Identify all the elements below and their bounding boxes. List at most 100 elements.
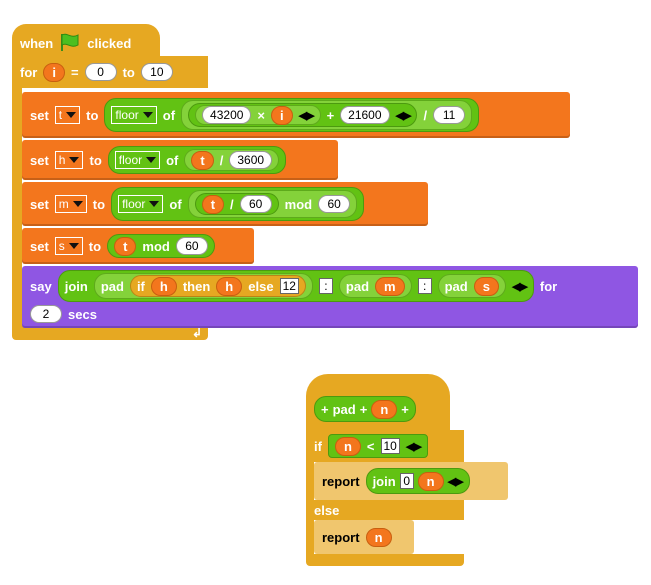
report-n-block[interactable]: report n bbox=[314, 520, 414, 554]
var-t[interactable]: t bbox=[191, 150, 214, 170]
for-keyword: for bbox=[20, 64, 38, 80]
text-input-colon[interactable]: : bbox=[318, 278, 333, 294]
mod-label: mod bbox=[284, 196, 313, 212]
divide-reporter[interactable]: t / 60 bbox=[194, 193, 279, 215]
text-input-0[interactable]: 0 bbox=[399, 473, 414, 489]
var-m[interactable]: m bbox=[375, 276, 405, 296]
to-label: to bbox=[86, 107, 99, 123]
plus-label: + bbox=[359, 401, 368, 417]
pad-reporter[interactable]: pad s bbox=[437, 274, 506, 298]
loop-arrow-icon: ↲ bbox=[192, 326, 203, 340]
var-dropdown-s[interactable]: s bbox=[54, 237, 83, 255]
variadic-arrows-icon[interactable]: ◀▶ bbox=[511, 280, 528, 293]
to-label: to bbox=[88, 238, 102, 254]
plus-label: + bbox=[326, 107, 335, 123]
function-dropdown[interactable]: floor bbox=[118, 195, 164, 213]
join-reporter[interactable]: join 0 n ◀▶ bbox=[365, 468, 470, 494]
set-m-block[interactable]: set m to floor of t / 60 mod 60 bbox=[22, 182, 428, 226]
param-n[interactable]: n bbox=[371, 399, 398, 419]
if-else-block[interactable]: if n < 10 ◀▶ bbox=[306, 430, 464, 462]
number-input-60[interactable]: 60 bbox=[239, 195, 272, 213]
pad-reporter[interactable]: pad m bbox=[338, 274, 412, 298]
for-loop-block[interactable]: for i = 0 to 10 bbox=[12, 56, 208, 88]
join-label: join bbox=[372, 473, 396, 489]
var-dropdown-t[interactable]: t bbox=[54, 106, 81, 124]
times-label: × bbox=[257, 107, 266, 123]
divide-reporter[interactable]: 43200 × i ◀▶ + 21600 ◀▶ / 11 bbox=[181, 100, 473, 130]
var-dropdown-m[interactable]: m bbox=[54, 195, 87, 213]
var-dropdown-h[interactable]: h bbox=[54, 151, 84, 169]
eq-label: = bbox=[70, 64, 79, 80]
variadic-arrows-icon[interactable]: ◀▶ bbox=[447, 475, 464, 488]
variadic-arrows-icon[interactable]: ◀▶ bbox=[395, 109, 412, 122]
less-than-label: < bbox=[366, 438, 375, 454]
secs-label: secs bbox=[68, 306, 97, 322]
if-then-else-reporter[interactable]: if h then h else 12 bbox=[129, 275, 306, 297]
else-label: else bbox=[248, 278, 274, 294]
else-section: else bbox=[306, 500, 464, 520]
number-input-21600[interactable]: 21600 bbox=[340, 106, 390, 124]
pad-reporter[interactable]: pad if h then h else 12 bbox=[93, 273, 313, 299]
text-input-12[interactable]: 12 bbox=[279, 278, 299, 294]
text-input-colon[interactable]: : bbox=[417, 278, 432, 294]
floor-of-reporter[interactable]: floor of t / 60 mod 60 bbox=[111, 187, 365, 221]
set-label: set bbox=[30, 152, 49, 168]
for-from-input[interactable]: 0 bbox=[84, 63, 117, 81]
function-dropdown[interactable]: floor bbox=[114, 151, 161, 169]
number-input-11[interactable]: 11 bbox=[433, 106, 466, 124]
number-input-3600[interactable]: 3600 bbox=[229, 151, 273, 169]
say-for-secs-block[interactable]: say join pad if h then h else 12 : pad m… bbox=[22, 266, 638, 328]
var-n[interactable]: n bbox=[365, 527, 392, 547]
set-t-block[interactable]: set t to floor of 43200 × i ◀▶ + 21600 ◀… bbox=[22, 92, 570, 138]
times-reporter[interactable]: 43200 × i ◀▶ bbox=[195, 105, 321, 125]
green-flag-icon bbox=[59, 32, 81, 55]
divide-reporter[interactable]: t / 3600 bbox=[184, 149, 280, 171]
of-label: of bbox=[169, 196, 182, 212]
loop-var-i[interactable]: i bbox=[43, 62, 65, 82]
when-flag-clicked-hat[interactable]: when clicked bbox=[12, 24, 160, 56]
clicked-label: clicked bbox=[87, 35, 132, 51]
of-label: of bbox=[162, 107, 176, 123]
report-label: report bbox=[322, 529, 360, 545]
custom-block-prototype[interactable]: + pad + n + bbox=[314, 396, 416, 422]
pad-label: pad bbox=[345, 278, 370, 294]
mod-label: mod bbox=[142, 238, 170, 254]
less-than-predicate[interactable]: n < 10 ◀▶ bbox=[327, 434, 428, 458]
number-input-10[interactable]: 10 bbox=[380, 438, 400, 454]
variadic-arrows-icon[interactable]: ◀▶ bbox=[298, 109, 315, 122]
var-n[interactable]: n bbox=[417, 471, 444, 491]
pad-label: pad bbox=[100, 278, 124, 294]
floor-of-reporter[interactable]: floor of t / 3600 bbox=[107, 146, 287, 174]
var-h[interactable]: h bbox=[216, 276, 243, 296]
number-input-43200[interactable]: 43200 bbox=[202, 106, 252, 124]
for-to-input[interactable]: 10 bbox=[140, 63, 173, 81]
for-loop-arm bbox=[12, 88, 22, 332]
join-reporter[interactable]: join pad if h then h else 12 : pad m : p… bbox=[57, 270, 534, 302]
set-h-block[interactable]: set h to floor of t / 3600 bbox=[22, 140, 338, 180]
mod-reporter[interactable]: t / 60 mod 60 bbox=[187, 190, 358, 218]
set-s-block[interactable]: set s to t mod 60 bbox=[22, 228, 254, 264]
join-label: join bbox=[64, 278, 88, 294]
report-join-block[interactable]: report join 0 n ◀▶ bbox=[314, 462, 508, 500]
number-input-60[interactable]: 60 bbox=[318, 195, 351, 213]
secs-input[interactable]: 2 bbox=[30, 305, 62, 323]
mod-reporter[interactable]: t mod 60 bbox=[107, 234, 215, 258]
report-label: report bbox=[322, 473, 360, 489]
then-label: then bbox=[182, 278, 211, 294]
divide-label: / bbox=[423, 107, 428, 123]
var-n[interactable]: n bbox=[334, 436, 361, 456]
plus-reporter[interactable]: 43200 × i ◀▶ + 21600 ◀▶ bbox=[188, 103, 418, 127]
pad-label: pad bbox=[444, 278, 468, 294]
floor-of-reporter[interactable]: floor of 43200 × i ◀▶ + 21600 ◀▶ / 11 bbox=[104, 98, 480, 132]
var-i[interactable]: i bbox=[271, 105, 293, 125]
var-s[interactable]: s bbox=[473, 276, 499, 296]
of-label: of bbox=[166, 152, 179, 168]
number-input-60[interactable]: 60 bbox=[175, 237, 208, 255]
to-label: to bbox=[89, 152, 102, 168]
if-else-bottom bbox=[306, 554, 464, 566]
function-dropdown[interactable]: floor bbox=[111, 106, 157, 124]
var-t[interactable]: t bbox=[114, 236, 137, 256]
variadic-arrows-icon[interactable]: ◀▶ bbox=[405, 440, 422, 453]
var-h[interactable]: h bbox=[150, 276, 177, 296]
var-t[interactable]: t bbox=[201, 194, 225, 214]
